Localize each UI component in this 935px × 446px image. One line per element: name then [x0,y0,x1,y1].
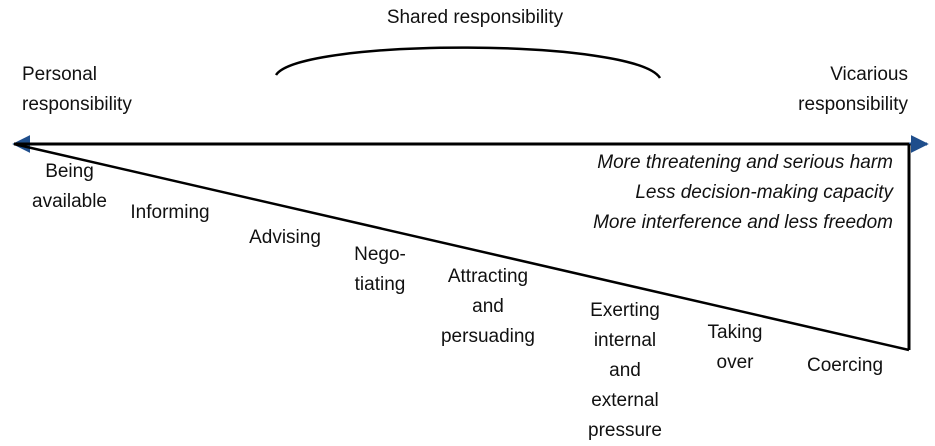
vicarious-responsibility-label: Vicarious responsibility [798,64,908,115]
step-exerting-pressure: Exerting internal and external pressure [588,300,662,441]
step-informing: Informing [130,202,210,223]
step-being-available: Being available [32,161,107,212]
step-taking-over: Taking over [707,322,763,373]
consequence-freedom: More interference and less freedom [593,212,893,233]
wedge-diagonal [13,142,910,352]
personal-responsibility-label: Personal responsibility [22,64,132,115]
consequence-capacity: Less decision-making capacity [635,182,893,203]
step-advising: Advising [249,227,321,248]
shared-responsibility-label: Shared responsibility [386,7,564,28]
step-attracting-and-persuading: Attracting and persuading [440,266,536,347]
step-coercing: Coercing [806,355,884,376]
consequence-harm: More threatening and serious harm [597,152,893,173]
step-negotiating: Nego- tiating [354,244,406,295]
shared-responsibility-arc [274,46,662,79]
